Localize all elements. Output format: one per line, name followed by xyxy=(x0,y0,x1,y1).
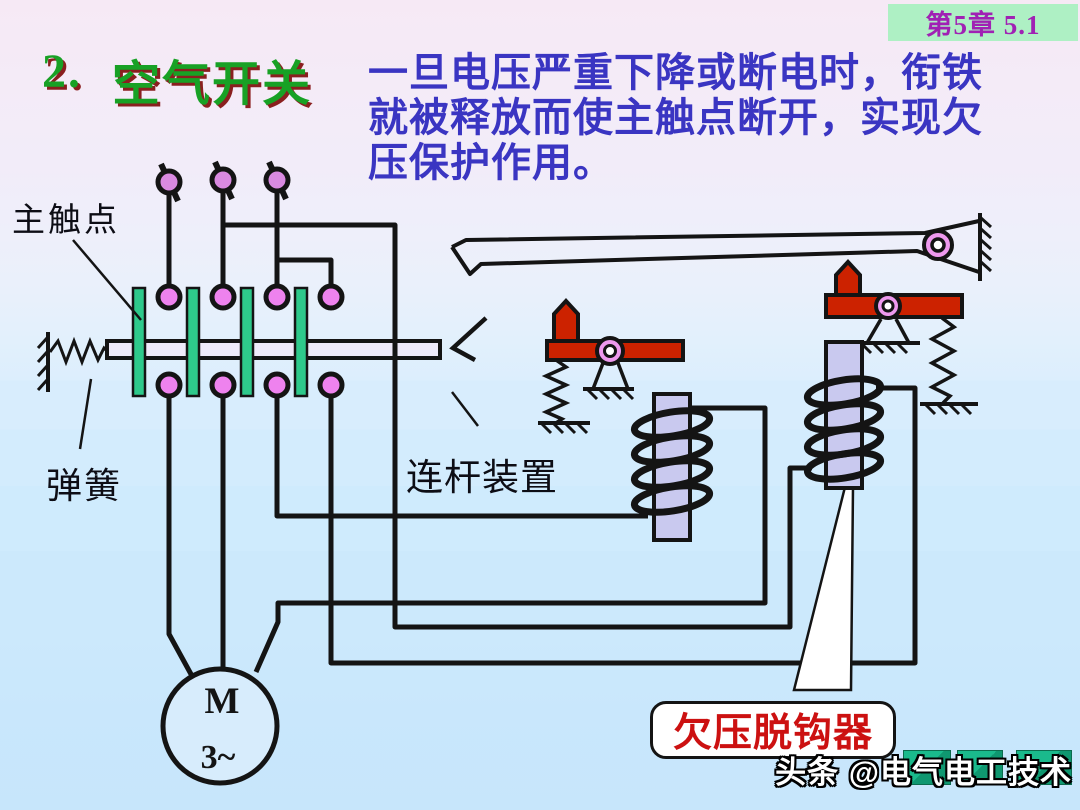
upper-contact-1 xyxy=(155,283,183,311)
armature-spring-icon xyxy=(541,358,571,425)
coil-winding xyxy=(803,375,885,483)
coil-core xyxy=(824,340,864,490)
lower-contact-3 xyxy=(263,371,291,399)
supply-terminal-3 xyxy=(263,160,291,201)
label-pointers xyxy=(72,239,479,450)
watermark-block xyxy=(1016,750,1072,785)
armature-pivot-center xyxy=(881,299,895,313)
main-contacts xyxy=(155,283,345,399)
wire-pole3-to-oc-coil xyxy=(274,396,648,519)
armature-spring-icon xyxy=(928,316,958,405)
label-main-contact: 主触点 xyxy=(12,203,120,239)
undervoltage-coil xyxy=(803,340,885,490)
spring-ground-hatching xyxy=(924,403,973,416)
pivot-ground-hatching xyxy=(860,342,909,355)
wire-branch-pole4 xyxy=(277,257,334,287)
overcurrent-coil xyxy=(630,392,714,542)
wire-pole4-to-uv-coil xyxy=(328,385,918,666)
contact-bridge-3 xyxy=(239,286,255,398)
circuit-wires xyxy=(166,191,918,678)
return-spring-anchor xyxy=(36,332,109,392)
label-undervoltage-release: 欠压脱钩器 xyxy=(650,701,896,759)
lower-contact-2 xyxy=(209,371,237,399)
contact-bridges xyxy=(131,286,309,398)
armature-pivot-center xyxy=(603,344,617,358)
armature-latch xyxy=(834,259,862,298)
lever-pivot-center xyxy=(930,237,946,253)
trip-lever xyxy=(450,213,993,281)
main-contact-pointer xyxy=(72,239,142,321)
return-spring-icon xyxy=(48,336,109,367)
coil-winding xyxy=(630,407,714,516)
watermark-text: 头条 @电气电工技术 xyxy=(775,755,1072,790)
description-line: 就被释放而使主触点断开，实现欠 xyxy=(368,95,983,140)
supply-terminal-1 xyxy=(155,162,183,203)
page-title: 2. 空气开关 xyxy=(42,44,312,114)
armature-latch xyxy=(552,298,580,345)
lever-bottom-edge xyxy=(450,245,980,276)
spring-ground-hatching xyxy=(540,422,589,435)
lever-wall-hatching xyxy=(979,216,993,273)
contact-bridge-1 xyxy=(131,286,147,398)
linkage-pointer xyxy=(451,391,479,427)
lower-contact-1 xyxy=(155,371,183,399)
overcurrent-armature xyxy=(538,298,685,435)
title-text: 空气开关 xyxy=(112,58,313,111)
upper-contact-3 xyxy=(263,283,291,311)
wire-phase2-to-uv-coil xyxy=(223,222,812,630)
description-paragraph: 一旦电压严重下降或断电时，衔铁 就被释放而使主触点断开，实现欠 压保护作用。 xyxy=(368,50,1068,185)
chapter-badge: 第5章 5.1 xyxy=(888,4,1078,41)
description-line: 一旦电压严重下降或断电时，衔铁 xyxy=(368,50,983,95)
description-line: 压保护作用。 xyxy=(368,140,614,185)
label-spring: 弹簧 xyxy=(46,466,123,506)
upper-contact-2 xyxy=(209,283,237,311)
motor-letter: M xyxy=(205,681,240,722)
wire-motor-lead-1 xyxy=(166,396,195,678)
pivot-ground-hatching xyxy=(586,388,635,401)
upper-contact-4 xyxy=(317,283,345,311)
supply-terminals xyxy=(155,160,291,203)
undervoltage-label-pointer xyxy=(792,485,855,692)
wall-hatching xyxy=(36,336,49,392)
watermark-block xyxy=(957,750,1003,785)
contact-bridge-2 xyxy=(185,286,201,398)
label-linkage: 连杆装置 xyxy=(406,458,558,499)
contact-carrier-bar xyxy=(105,339,442,360)
title-number: 2. xyxy=(42,45,82,98)
undervoltage-armature xyxy=(824,259,978,416)
spring-pointer xyxy=(78,378,93,450)
lower-contact-4 xyxy=(317,371,345,399)
supply-terminal-2 xyxy=(209,160,237,201)
linkage-rod xyxy=(449,316,488,362)
contact-bridge-4 xyxy=(293,286,309,398)
wire-oc-coil-to-motor xyxy=(253,405,768,674)
motor-circle xyxy=(160,666,280,786)
motor-phase: 3~ xyxy=(201,739,236,776)
watermark-block xyxy=(903,750,951,785)
motor: M 3~ xyxy=(160,666,280,786)
lever-top-edge xyxy=(451,219,980,249)
